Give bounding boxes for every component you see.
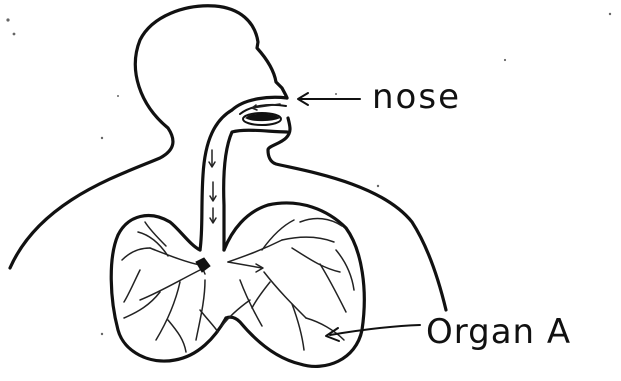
- body-outline: [10, 6, 287, 268]
- right-lung: [224, 203, 364, 366]
- nose-pointer-arrow: [298, 93, 360, 105]
- trachea-left-wall: [200, 110, 232, 250]
- nose-label: nose: [372, 77, 461, 117]
- left-lung: [111, 216, 226, 362]
- mouth-cavity-shade: [246, 114, 279, 120]
- scan-specks: [6, 13, 611, 335]
- organ-a-label: Organ A: [426, 312, 571, 352]
- carina-mark: [196, 258, 210, 272]
- face-profile: [268, 118, 446, 310]
- organ-a-pointer-arrow: [326, 325, 420, 341]
- left-bronchial-tree: [122, 222, 218, 352]
